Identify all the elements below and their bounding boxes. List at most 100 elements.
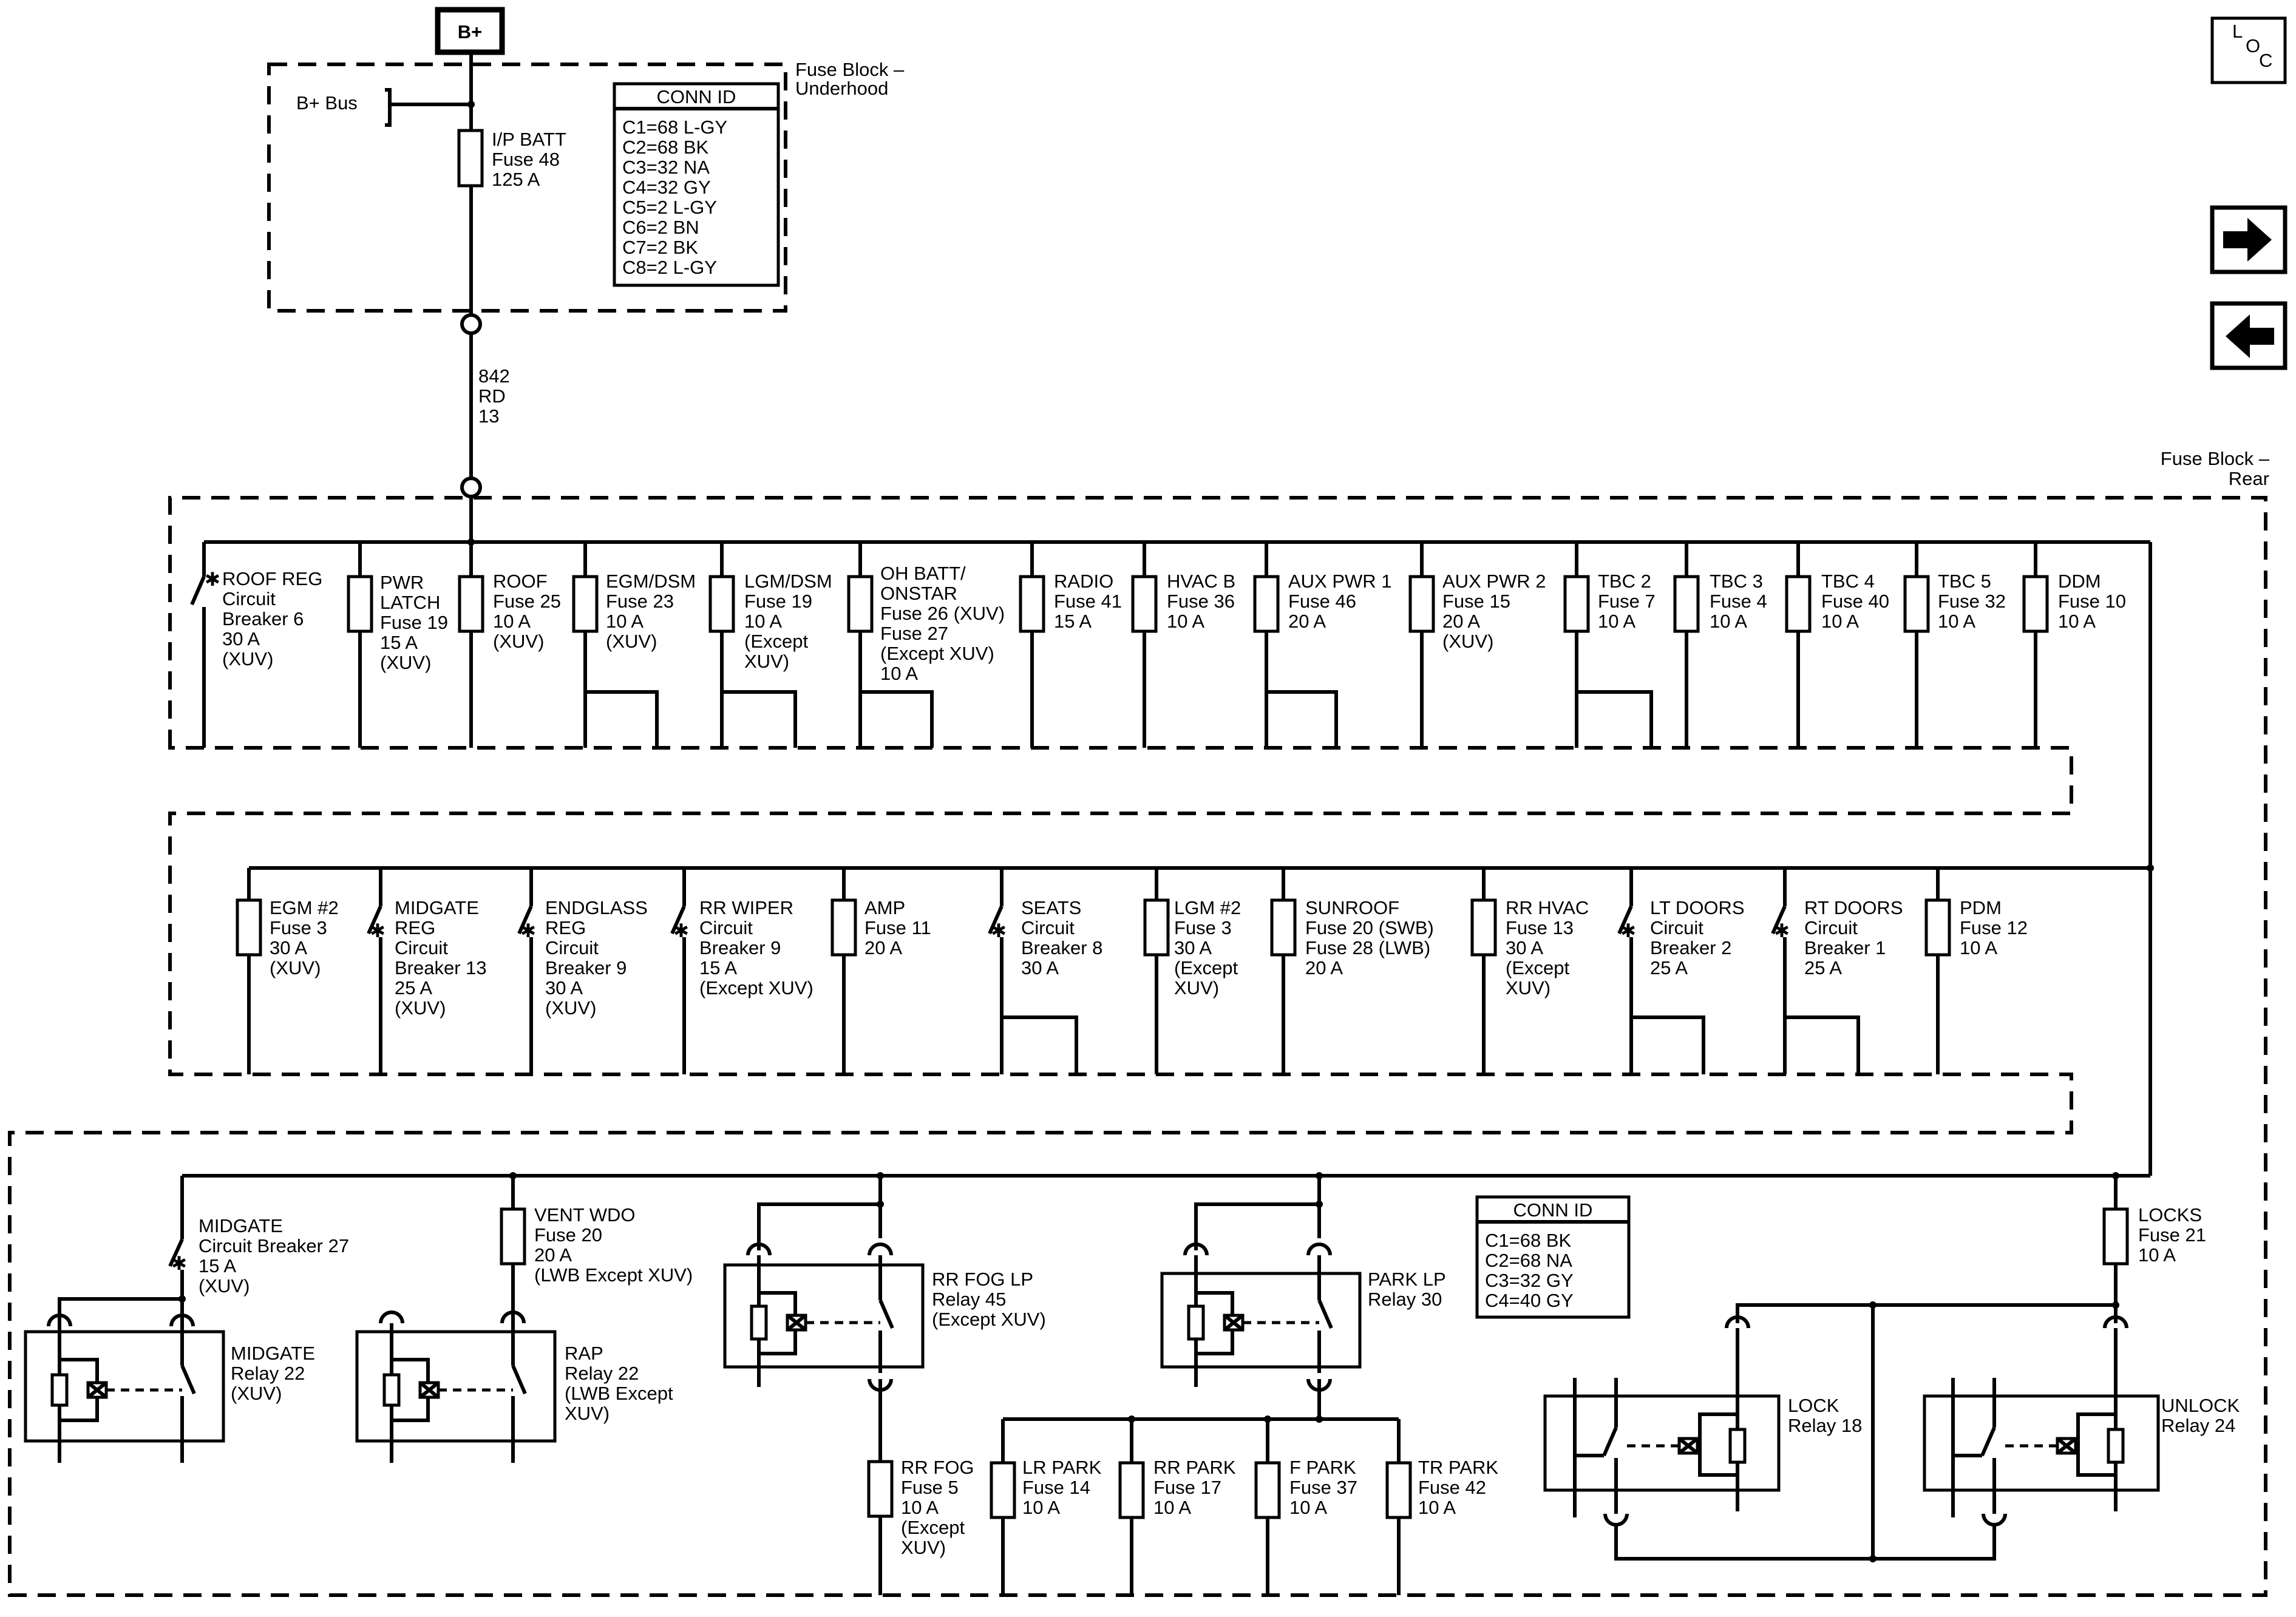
egm-dsm-fuse: EGM/DSM Fuse 23 10 A (XUV) bbox=[572, 542, 696, 748]
wire-number: 842 bbox=[478, 365, 510, 387]
svg-text:(Except: (Except bbox=[1506, 957, 1569, 978]
svg-text:REG: REG bbox=[545, 917, 586, 938]
svg-text:Fuse 5: Fuse 5 bbox=[901, 1477, 959, 1498]
ip-batt-label: I/P BATT bbox=[492, 129, 566, 150]
svg-text:Circuit Breaker 27: Circuit Breaker 27 bbox=[199, 1235, 349, 1256]
rr-hvac-label: RR HVAC bbox=[1506, 897, 1589, 918]
svg-text:20 A: 20 A bbox=[1442, 611, 1480, 632]
svg-text:Fuse 3: Fuse 3 bbox=[270, 917, 327, 938]
svg-text:(XUV): (XUV) bbox=[222, 648, 273, 670]
underhood-conn-box bbox=[613, 82, 780, 287]
svg-text:C7=2 BK: C7=2 BK bbox=[622, 237, 698, 258]
lr-park-label: LR PARK bbox=[1022, 1457, 1102, 1478]
oh-batt-onstar-fuse: OH BATT/ ONSTAR Fuse 26 (XUV) Fuse 27 (E… bbox=[847, 542, 1005, 748]
svg-text:Fuse 12: Fuse 12 bbox=[1960, 917, 2028, 938]
svg-text:(XUV): (XUV) bbox=[606, 631, 657, 652]
hvac-b-fuse: HVAC B Fuse 36 10 A bbox=[1131, 542, 1235, 748]
svg-text:Fuse 46: Fuse 46 bbox=[1288, 591, 1356, 612]
connector-top bbox=[460, 313, 482, 335]
rear-conn-list: C1=68 BK C2=68 NA C3=32 GY C4=40 GY bbox=[1485, 1230, 1574, 1311]
ddm-label: DDM bbox=[2058, 571, 2101, 592]
rear-conn-title: CONN ID bbox=[1513, 1199, 1593, 1221]
rear-conn-box bbox=[1475, 1195, 1631, 1319]
ip-batt-fuse-no: Fuse 48 bbox=[492, 149, 560, 170]
pwr-latch-label: PWR bbox=[380, 572, 424, 593]
svg-text:10 A: 10 A bbox=[1022, 1497, 1060, 1518]
svg-text:10 A: 10 A bbox=[901, 1497, 939, 1518]
svg-text:15 A: 15 A bbox=[380, 632, 418, 653]
park-lp-relay: PARK LP Relay 30 bbox=[1160, 1176, 1446, 1419]
pwr-latch-fuse: PWR LATCH Fuse 19 15 A (XUV) bbox=[347, 542, 448, 748]
seats-breaker: ✱ SEATS Circuit Breaker 8 30 A bbox=[988, 868, 1102, 1074]
svg-text:Breaker 1: Breaker 1 bbox=[1804, 937, 1886, 958]
svg-text:(LWB Except: (LWB Except bbox=[565, 1383, 673, 1404]
svg-text:XUV): XUV) bbox=[565, 1403, 610, 1424]
oh-batt-label: OH BATT/ bbox=[880, 563, 966, 584]
aux-pwr-2-label: AUX PWR 2 bbox=[1442, 571, 1546, 592]
svg-text:Fuse 32: Fuse 32 bbox=[1938, 591, 2006, 612]
svg-text:(LWB Except XUV): (LWB Except XUV) bbox=[534, 1264, 693, 1286]
wire-size: 13 bbox=[478, 405, 499, 427]
svg-text:15 A: 15 A bbox=[699, 957, 737, 978]
rt-doors-breaker: ✱ RT DOORS Circuit Breaker 1 25 A bbox=[1771, 868, 1903, 1074]
back-button[interactable] bbox=[2210, 301, 2288, 370]
locks-fuse: LOCKS Fuse 21 10 A bbox=[2102, 1176, 2206, 1323]
rr-wiper-breaker: ✱ RR WIPER Circuit Breaker 9 15 A (Excep… bbox=[670, 868, 813, 1074]
svg-text:(XUV): (XUV) bbox=[395, 997, 446, 1019]
ip-batt-fuse bbox=[457, 129, 484, 188]
radio-label: RADIO bbox=[1054, 571, 1113, 592]
svg-text:10 A: 10 A bbox=[1710, 611, 1747, 632]
tbc-4-label: TBC 4 bbox=[1821, 571, 1875, 592]
svg-text:(Except XUV): (Except XUV) bbox=[699, 977, 813, 998]
svg-text:10 A: 10 A bbox=[1598, 611, 1635, 632]
vent-wdo-label: VENT WDO bbox=[534, 1204, 636, 1225]
svg-text:Fuse 23: Fuse 23 bbox=[606, 591, 674, 612]
svg-text:30 A: 30 A bbox=[1174, 937, 1212, 958]
svg-text:C6=2 BN: C6=2 BN bbox=[622, 217, 699, 238]
endglass-reg-breaker: ✱ ENDGLASS REG Circuit Breaker 9 30 A (X… bbox=[517, 868, 648, 1074]
svg-text:Breaker 8: Breaker 8 bbox=[1021, 937, 1102, 958]
svg-text:Fuse 37: Fuse 37 bbox=[1289, 1477, 1357, 1498]
aux-pwr-1-label: AUX PWR 1 bbox=[1288, 571, 1392, 592]
tr-park-fuse: TR PARK Fuse 42 10 A bbox=[1385, 1419, 1498, 1595]
svg-text:Relay 22: Relay 22 bbox=[231, 1363, 305, 1384]
svg-text:(Except: (Except bbox=[901, 1517, 965, 1538]
midgate-reg-breaker: ✱ MIDGATE REG Circuit Breaker 13 25 A (X… bbox=[367, 868, 487, 1074]
rt-doors-label: RT DOORS bbox=[1804, 897, 1903, 918]
svg-text:Relay 45: Relay 45 bbox=[932, 1289, 1006, 1310]
svg-text:Fuse 27: Fuse 27 bbox=[880, 623, 948, 644]
svg-text:C2=68 BK: C2=68 BK bbox=[622, 137, 709, 158]
rr-hvac-fuse: RR HVAC Fuse 13 30 A (Except XUV) bbox=[1470, 868, 1589, 1074]
pdm-fuse: PDM Fuse 12 10 A bbox=[1924, 868, 2028, 1074]
lock-relay: LOCK Relay 18 bbox=[1543, 1315, 1862, 1527]
locks-label: LOCKS bbox=[2138, 1204, 2202, 1225]
svg-text:10 A: 10 A bbox=[2058, 611, 2096, 632]
svg-text:15 A: 15 A bbox=[199, 1255, 236, 1276]
svg-text:C2=68 NA: C2=68 NA bbox=[1485, 1250, 1572, 1271]
lt-doors-label: LT DOORS bbox=[1650, 897, 1745, 918]
svg-text:Fuse 19: Fuse 19 bbox=[744, 591, 812, 612]
ip-batt-rating: 125 A bbox=[492, 169, 540, 190]
svg-text:Breaker 13: Breaker 13 bbox=[395, 957, 487, 978]
svg-text:(Except XUV): (Except XUV) bbox=[932, 1309, 1046, 1330]
f-park-label: F PARK bbox=[1289, 1457, 1356, 1478]
svg-text:Fuse 28 (LWB): Fuse 28 (LWB) bbox=[1305, 937, 1430, 958]
rr-fog-fuse: RR FOG Fuse 5 10 A (Except XUV) bbox=[867, 1457, 974, 1558]
roof-reg-breaker: ✱ ROOF REG Circuit Breaker 6 30 A (XUV) bbox=[190, 542, 322, 748]
svg-text:10 A: 10 A bbox=[606, 611, 644, 632]
forward-button[interactable] bbox=[2210, 205, 2288, 274]
rr-fog-fuse-label: RR FOG bbox=[901, 1457, 974, 1478]
midgate-reg-label: MIDGATE bbox=[395, 897, 479, 918]
svg-text:10 A: 10 A bbox=[1153, 1497, 1191, 1518]
svg-text:Fuse 14: Fuse 14 bbox=[1022, 1477, 1090, 1498]
svg-text:C8=2 L-GY: C8=2 L-GY bbox=[622, 257, 717, 278]
svg-text:(XUV): (XUV) bbox=[1442, 631, 1493, 652]
svg-text:Fuse 13: Fuse 13 bbox=[1506, 917, 1574, 938]
seats-label: SEATS bbox=[1021, 897, 1081, 918]
pdm-label: PDM bbox=[1960, 897, 2002, 918]
svg-text:Fuse 19: Fuse 19 bbox=[380, 612, 448, 633]
tbc-5-fuse: TBC 5 Fuse 32 10 A bbox=[1903, 542, 2006, 748]
svg-text:Breaker 6: Breaker 6 bbox=[222, 608, 304, 629]
svg-text:✱: ✱ bbox=[520, 920, 536, 941]
lgm-dsm-label: LGM/DSM bbox=[744, 571, 832, 592]
